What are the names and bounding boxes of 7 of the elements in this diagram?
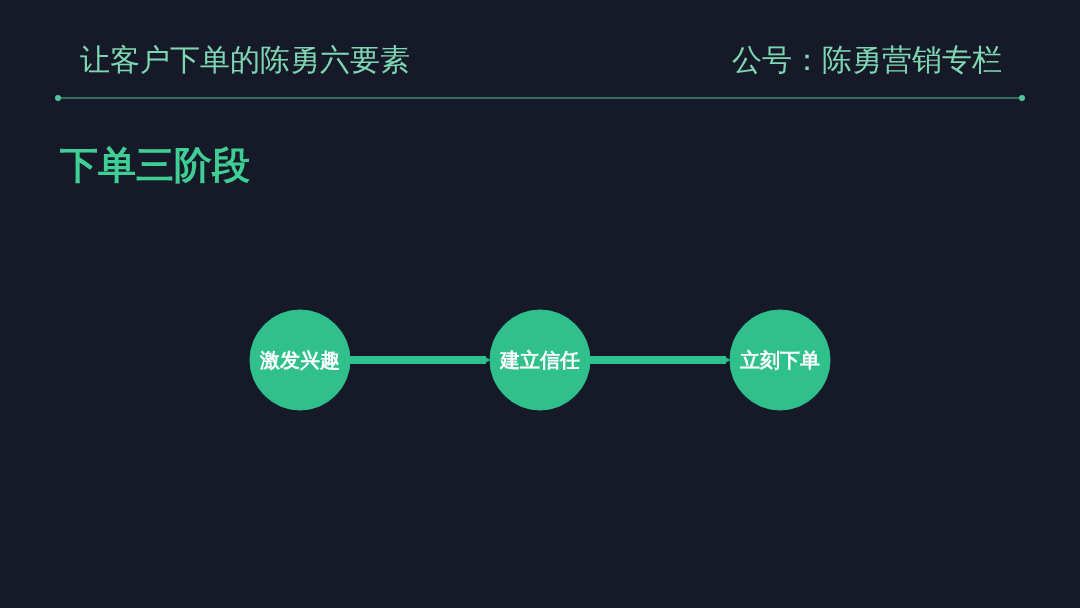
arrow bbox=[590, 355, 731, 365]
section-heading: 下单三阶段 bbox=[60, 142, 250, 189]
header-title: 让客户下单的陈勇六要素 bbox=[80, 41, 410, 79]
header-note: 公号：陈勇营销专栏 bbox=[732, 41, 1002, 79]
node-circle: 立刻下单 bbox=[729, 309, 831, 411]
arrow bbox=[350, 355, 491, 365]
node-circle: 激发兴趣 bbox=[249, 309, 351, 411]
